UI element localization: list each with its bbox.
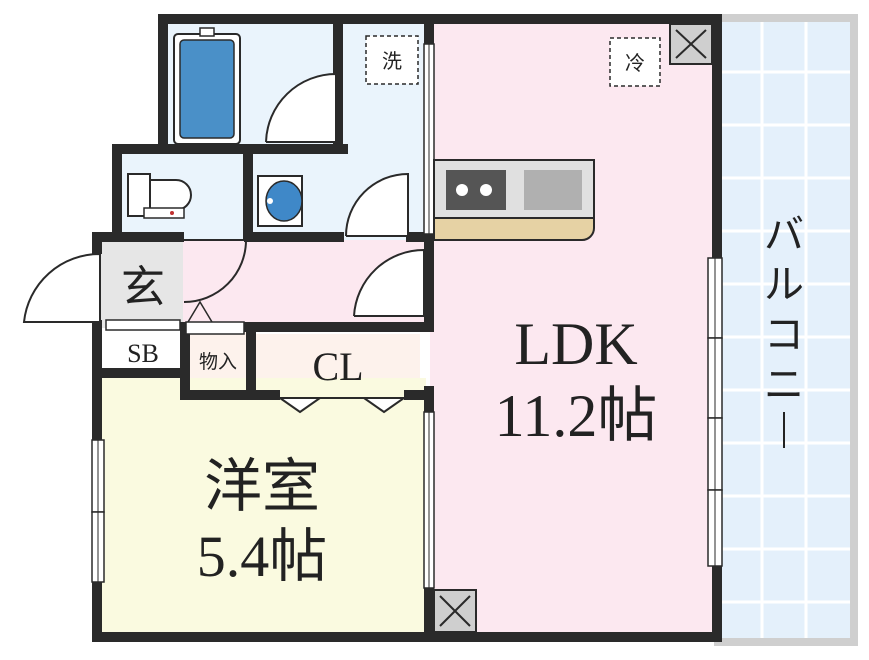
ldk-floor — [430, 22, 716, 634]
shoe-box-floor — [100, 328, 186, 372]
doors — [22, 72, 425, 414]
bathtub-icon — [173, 27, 241, 145]
pipe-shaft-icon — [433, 589, 477, 633]
entrance-label: 玄 — [121, 263, 165, 312]
kitchen-counter — [433, 159, 595, 241]
storage-label: 物入 — [199, 351, 237, 373]
entrance-step-icon — [187, 300, 213, 323]
fridge-icon — [609, 37, 661, 87]
balcony — [714, 14, 858, 646]
balcony-char: ル — [764, 262, 804, 307]
fridge-label: 冷 — [625, 51, 645, 75]
pipe-shaft-icon — [669, 23, 713, 65]
western-room-floor — [100, 378, 426, 634]
balcony-char: バ — [764, 212, 804, 257]
balcony-label: バ ル コ ニ — [764, 212, 804, 448]
balcony-char: ニ — [764, 362, 804, 407]
closet-label: CL — [312, 344, 363, 389]
ldk-label: LDK — [514, 311, 637, 377]
washbasin-icon — [257, 175, 303, 227]
ldk-size: 11.2帖 — [495, 383, 658, 449]
entrance-floor — [100, 240, 183, 328]
washer-label: 洗 — [382, 49, 402, 73]
western-room-label: 洋室 — [204, 454, 320, 519]
washer-icon — [365, 35, 419, 85]
shoe-box-label: SB — [127, 339, 159, 368]
western-room-size: 5.4帖 — [197, 524, 328, 589]
balcony-char: コ — [764, 312, 804, 357]
toilet-icon — [127, 173, 192, 219]
